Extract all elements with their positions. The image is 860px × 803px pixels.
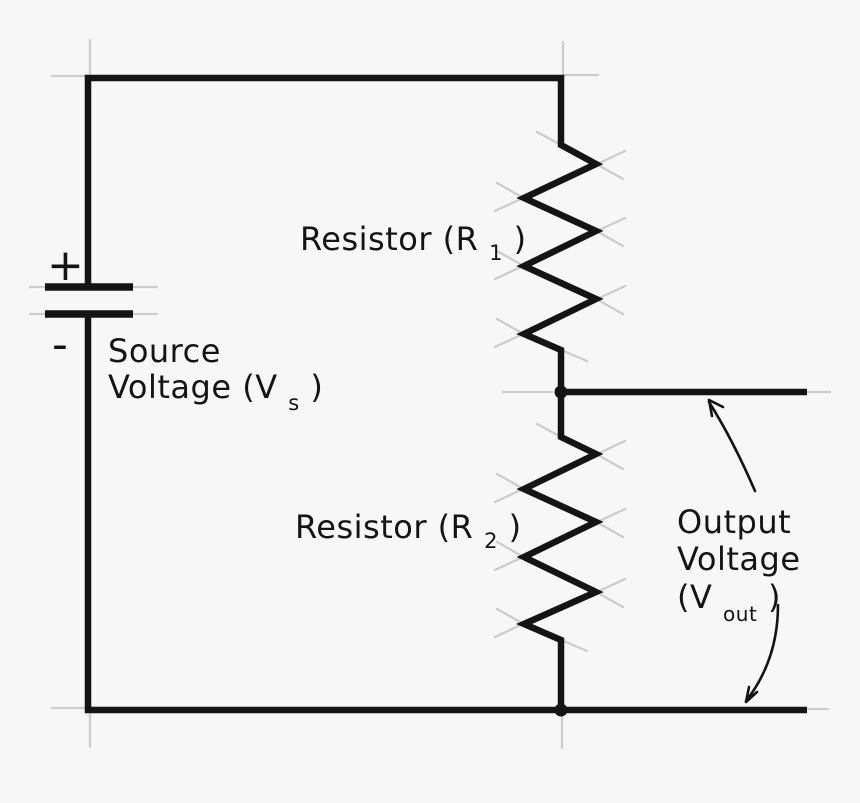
output-voltage-label-line2: Voltage [677,540,801,578]
source-voltage-subscript: s [288,391,299,415]
output-voltage-label-close: ) [768,578,781,616]
resistor2-subscript: 2 [484,529,498,553]
resistor1-label-close: ) [514,220,527,258]
resistor1-subscript: 1 [489,241,503,265]
source-voltage-label-close: ) [310,368,323,406]
resistor1-label-main: Resistor (R [300,220,478,258]
annotation-arrows [707,398,780,704]
battery-plus-sign: + [47,240,84,291]
labels: + - Source Voltage (V s ) Resistor (R 1 … [47,220,801,629]
junction-nodes [554,385,568,717]
source-voltage-label-line1: Source [108,332,221,370]
corner-overshoot-marks [28,38,832,750]
resistor2-label: Resistor (R 2 ) [295,508,522,556]
junction-node-output [554,385,568,399]
arrow-to-ground-wire [744,603,780,704]
resistor-peak-overshoot-marks [493,149,627,639]
output-voltage-subscript: out [723,602,757,626]
output-voltage-label-line3: (V out ) [677,578,781,629]
arrow-to-output-wire [707,398,757,493]
source-voltage-label-main: Voltage (V [108,368,278,406]
battery-minus-sign: - [52,319,68,370]
output-voltage-label-main: (V [677,578,712,616]
wire-top-and-resistor-branch [84,74,604,710]
source-voltage-label-line2: Voltage (V s ) [108,368,323,418]
output-voltage-label-line1: Output [677,503,791,541]
resistor2-label-close: ) [509,508,522,546]
sketch-marks [28,38,832,750]
resistor2-label-main: Resistor (R [295,508,473,546]
resistor1-label: Resistor (R 1 ) [300,220,527,268]
battery-plates [45,283,133,318]
junction-node-ground [554,703,568,717]
